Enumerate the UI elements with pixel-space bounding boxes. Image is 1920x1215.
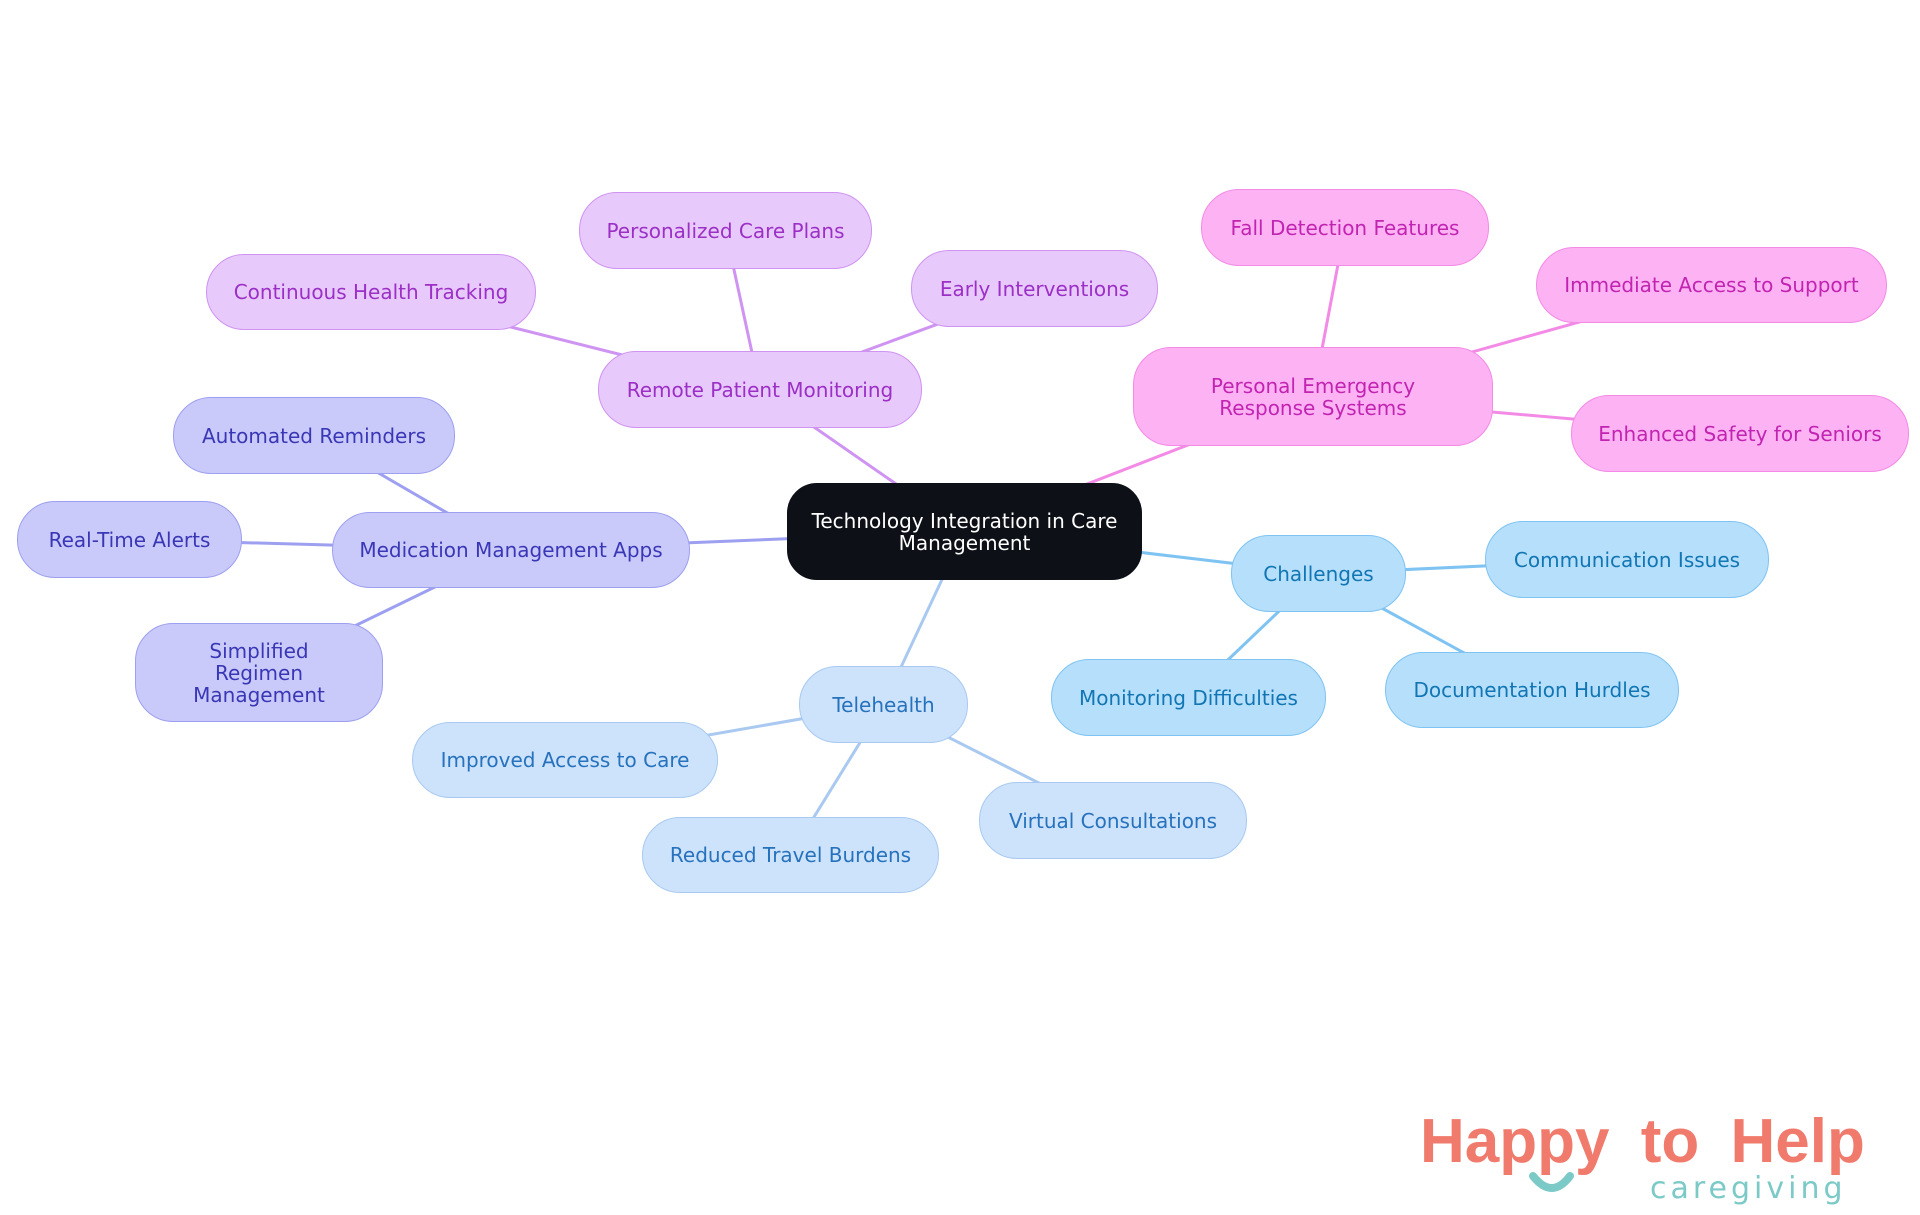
leaf-immediate-access-to-support[interactable]: Immediate Access to Support: [1536, 247, 1887, 323]
logo-tagline: caregiving: [1650, 1171, 1847, 1206]
branch-personal-emergency-response-systems[interactable]: Personal Emergency Response Systems: [1133, 347, 1493, 446]
leaf-fall-detection-features[interactable]: Fall Detection Features: [1201, 189, 1489, 266]
leaf-documentation-hurdles[interactable]: Documentation Hurdles: [1385, 652, 1679, 728]
branch-challenges[interactable]: Challenges: [1231, 535, 1406, 612]
branch-medication-management-apps[interactable]: Medication Management Apps: [332, 512, 690, 588]
leaf-reduced-travel-burdens[interactable]: Reduced Travel Burdens: [642, 817, 939, 893]
leaf-simplified-regimen-management[interactable]: Simplified Regimen Management: [135, 623, 383, 722]
happy-to-help-logo: Happy to Help caregiving: [1420, 1107, 1865, 1206]
logo-word-to: to: [1641, 1107, 1700, 1176]
leaf-automated-reminders[interactable]: Automated Reminders: [173, 397, 455, 474]
branch-telehealth[interactable]: Telehealth: [799, 666, 968, 743]
leaf-monitoring-difficulties[interactable]: Monitoring Difficulties: [1051, 659, 1326, 736]
branch-remote-patient-monitoring[interactable]: Remote Patient Monitoring: [598, 351, 922, 428]
svg-text:Happy to Help: Happy to Help: [1420, 1107, 1865, 1176]
leaf-continuous-health-tracking[interactable]: Continuous Health Tracking: [206, 254, 536, 330]
leaf-personalized-care-plans[interactable]: Personalized Care Plans: [579, 192, 872, 269]
leaf-improved-access-to-care[interactable]: Improved Access to Care: [412, 722, 718, 798]
leaf-enhanced-safety-for-seniors[interactable]: Enhanced Safety for Seniors: [1571, 395, 1909, 472]
leaf-communication-issues[interactable]: Communication Issues: [1485, 521, 1769, 598]
leaf-virtual-consultations[interactable]: Virtual Consultations: [979, 782, 1247, 859]
root-node[interactable]: Technology Integration in Care Managemen…: [787, 483, 1142, 580]
leaf-early-interventions[interactable]: Early Interventions: [911, 250, 1158, 327]
logo-word-happy: Happy: [1420, 1107, 1610, 1176]
logo-smile-icon: [1529, 1172, 1574, 1192]
leaf-real-time-alerts[interactable]: Real-Time Alerts: [17, 501, 242, 578]
logo-word-help: Help: [1730, 1107, 1864, 1176]
